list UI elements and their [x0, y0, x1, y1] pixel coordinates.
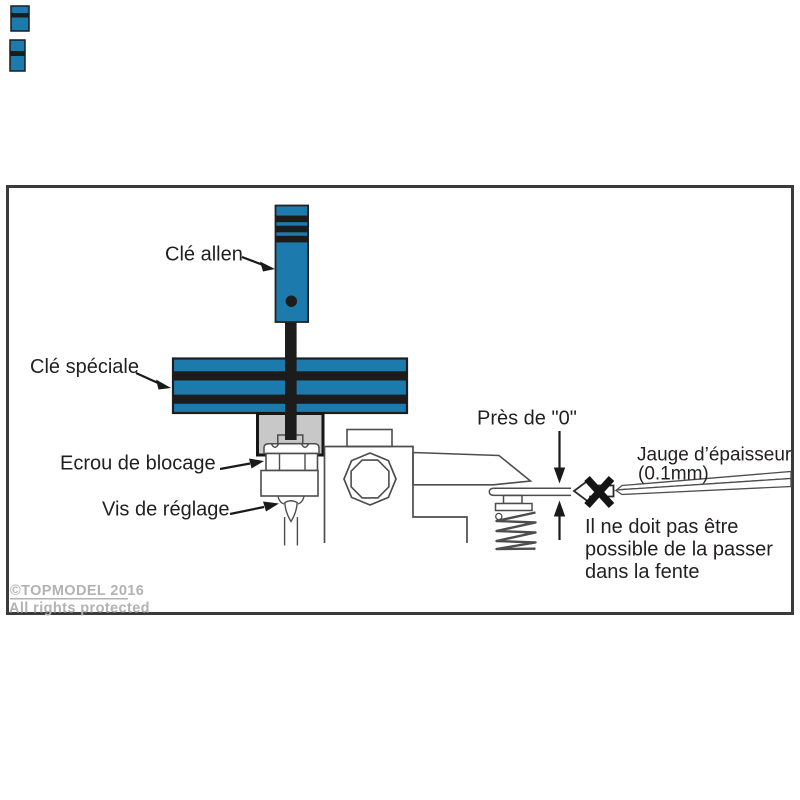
note-line1: Il ne doit pas être: [585, 516, 738, 538]
feeler-gauge-front-face: [614, 477, 792, 496]
special-key-label: Clé spéciale: [30, 356, 139, 378]
lock-nut-pointer-line: [219, 462, 251, 471]
allen-key-label: Clé allen: [165, 244, 243, 266]
allen-key-hole: [285, 295, 297, 307]
hex-recess: [343, 452, 397, 506]
watermark-line1: ©TOPMODEL 2016: [10, 583, 144, 599]
screw-pin-sides: [283, 517, 299, 546]
near-zero-label: Près de "0": [477, 408, 577, 430]
allen-key-pointer-line: [241, 255, 264, 267]
allen-key-handle: [274, 204, 309, 323]
body-top-boss: [346, 428, 393, 448]
watermark-line2: All rights protected: [9, 601, 150, 617]
lock-nut-label: Ecrou de blocage: [60, 453, 216, 475]
corner-artifact-icon: [9, 5, 30, 72]
carb-arm: [412, 451, 533, 486]
lock-nut-facets: [278, 453, 306, 471]
adjust-screw-label: Vis de réglage: [102, 499, 230, 521]
special-key-pointer-head: [156, 379, 171, 390]
screw-shoulders: [277, 496, 305, 505]
screw-tip: [284, 500, 298, 523]
allen-key-stripe-1: [275, 215, 309, 223]
gauge-label-line1: Jauge d’épaisseur: [637, 445, 792, 466]
spring-assembly: [494, 494, 537, 551]
diagram-frame: [6, 185, 794, 615]
screw-cylinder: [260, 469, 319, 497]
allen-key-stripe-2: [275, 225, 309, 233]
hex-recess-inner: [350, 459, 390, 499]
gap-arrows: [553, 431, 566, 540]
allen-key-pointer-head: [260, 261, 275, 272]
gap-arrow-up-head: [553, 500, 566, 517]
spring-plate: [494, 502, 533, 512]
lock-nut: [265, 452, 319, 472]
note-line2: possible de la passer: [585, 539, 773, 561]
lock-nut-pointer-head: [249, 458, 264, 469]
label-pointers: [135, 255, 279, 516]
carb-body-outline: [323, 445, 468, 543]
adjust-screw-pointer-head: [263, 501, 279, 512]
lock-nut-body: [265, 452, 319, 472]
special-key-pointer-line: [135, 371, 159, 385]
throttle-bar: [488, 487, 571, 497]
adjust-screw-pointer-line: [229, 505, 265, 516]
adjustment-screw: [260, 469, 319, 546]
allen-key-stripe-3: [275, 235, 309, 243]
note-line3: dans la fente: [585, 561, 700, 583]
spring-plug: [502, 494, 523, 505]
allen-key: [274, 204, 309, 440]
gap-arrow-down-head: [553, 467, 566, 484]
spring-coil: [495, 511, 537, 551]
cross-mark-icon: [584, 476, 615, 508]
gauge-label-line2: (0.1mm): [638, 464, 709, 485]
artifact-blue-1: [10, 5, 30, 32]
hex-recess-outer: [343, 452, 397, 506]
spring-wire-end: [495, 512, 503, 521]
nut-crown-notches: [270, 443, 310, 448]
artifact-stripe-1: [11, 13, 29, 18]
allen-key-shaft: [285, 322, 297, 440]
artifact-stripe-2: [10, 51, 25, 56]
feeler-gauge: [614, 470, 792, 496]
